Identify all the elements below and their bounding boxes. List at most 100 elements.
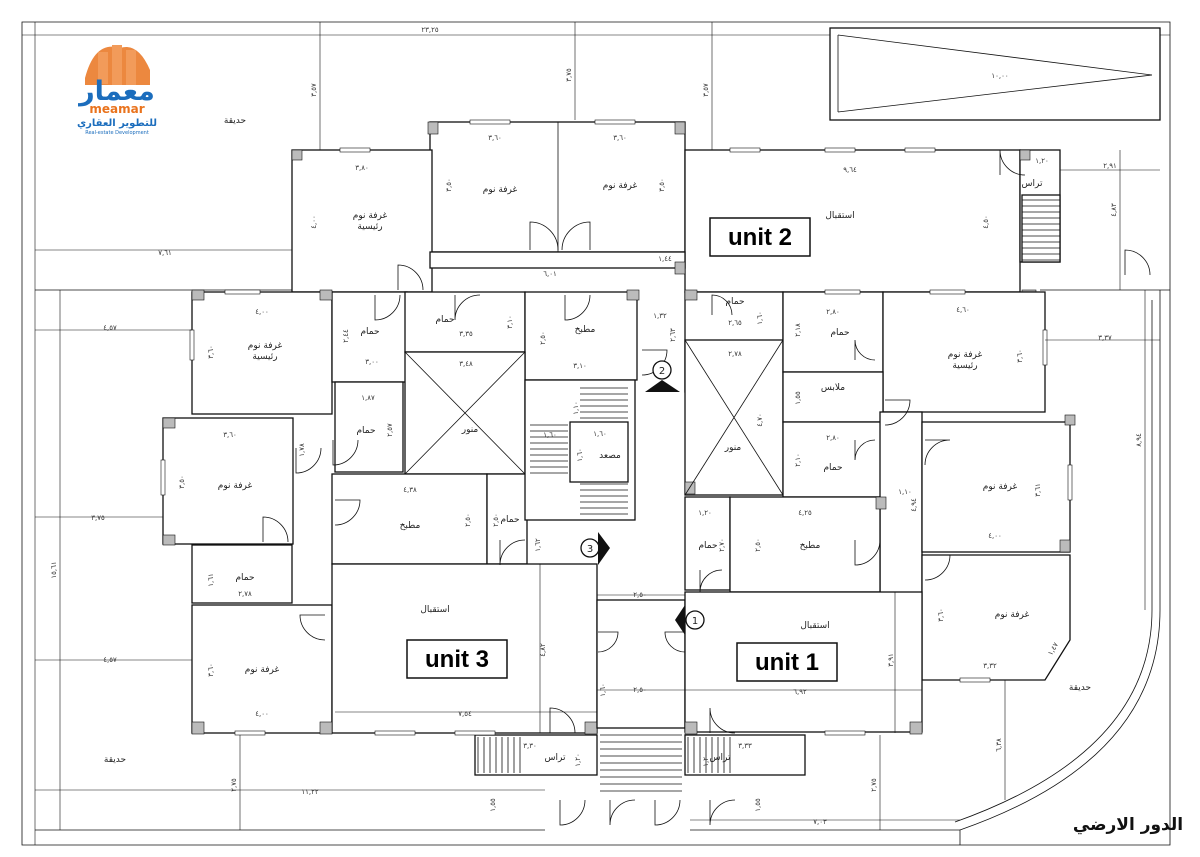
dim-text: ٣,٦١ [1034, 483, 1042, 497]
logo-name-en: meamar [89, 102, 144, 116]
marker-labels: 2 3 1 [587, 366, 698, 627]
room-bedroom: غرفة نوم [995, 610, 1030, 620]
dim-text: ٢٣,٢٥ [421, 26, 439, 34]
room-master-bedroom-sub: رئيسية [357, 222, 382, 232]
dim-text: ٣,٥٧ [702, 83, 710, 97]
room-garden: حديقة [1069, 683, 1091, 693]
room-bathroom: حمام [356, 426, 375, 436]
dim-text: ١,٦٠ [756, 311, 764, 325]
windows [160, 119, 1073, 736]
dim-text: ٣,٨٠ [355, 164, 369, 172]
dim-text: ٣,٥٧ [310, 83, 318, 97]
room-kitchen: مطبخ [800, 541, 821, 551]
dim-text: ٤,٢٥ [798, 509, 812, 517]
terrace-stairs-top [1021, 194, 1061, 263]
room-kitchen: مطبخ [575, 325, 596, 335]
dim-text: ٣,٦٠ [223, 431, 237, 439]
core [524, 379, 686, 792]
floor-title: الدور الارضي [1073, 815, 1183, 835]
dim-text: ١,٨٧ [361, 394, 375, 402]
dim-text: ٣,٥٠ [445, 178, 453, 192]
dim-text: ١,١٠ [898, 488, 912, 496]
logo-tagline-en: Real-estate Development [85, 130, 149, 136]
room-bathroom: حمام [435, 315, 454, 325]
room-lightwell: منور [461, 425, 479, 435]
dim-text: ٣,٣٧ [1098, 334, 1112, 342]
dim-text: ٢,٧٥ [870, 778, 878, 792]
dim-text: ٢,٩١ [1103, 162, 1117, 170]
dim-text: ٦,٩٢ [793, 688, 807, 696]
dim-text: ١,١٠ [572, 401, 580, 415]
room-garden: حديقة [104, 755, 126, 765]
unit-labels: unit 2 unit 3 unit 1 [406, 217, 838, 682]
dim-text: ١,٢٠ [1035, 157, 1049, 165]
room-bathroom: حمام [500, 515, 519, 525]
dim-text: ٣,٤٨ [459, 360, 473, 368]
room-terrace: تراس [1022, 179, 1043, 189]
dim-text: ١,٦٠ [576, 448, 584, 462]
unit-2-label: unit 2 [728, 224, 792, 251]
dim-text: ٣,٠٠ [365, 358, 379, 366]
room-master-bedroom-sub: رئيسية [952, 361, 977, 371]
section-markers [580, 360, 705, 635]
room-bathroom: حمام [360, 327, 379, 337]
dimension-lines [35, 22, 1160, 830]
dim-text: ٢,٥٠ [633, 591, 647, 599]
dim-text: ١,٢٠ [574, 753, 582, 767]
unit1-lightwell [684, 339, 784, 496]
dim-text: ٤,٨٢ [539, 643, 547, 657]
dim-text: ٤,٥٧ [103, 656, 117, 664]
room-bathroom: حمام [725, 297, 744, 307]
dim-text: ٣,٦٠ [207, 345, 215, 359]
logo-tagline-ar: للتطوير العقاري [77, 118, 157, 129]
dim-text: ٤,٨٣ [1110, 203, 1118, 217]
room-bedroom: غرفة نوم [603, 181, 638, 191]
dim-text: ٢,٥٠ [464, 513, 472, 527]
dim-text: ٢,١٨ [794, 323, 802, 337]
dimension-labels: ٢٣,٢٥ ٣,٥٧ ٣,٧٥ ٣,٥٧ ١٠,٠٠ ٣,٦٠ ٣,٦٠ ٣,٥… [50, 26, 1143, 826]
dim-text: ٤,٠٠ [988, 532, 1002, 540]
dim-text: ٤,٧٠ [756, 413, 764, 427]
dim-text: ٣,٣٢ [983, 662, 997, 670]
ramp [829, 27, 1161, 121]
dim-text: ٧,٥٤ [458, 710, 472, 718]
unit2-walls [291, 121, 1061, 299]
dim-text: ١,٦٠ [593, 430, 607, 438]
room-bathroom: حمام [830, 328, 849, 338]
room-elevator: مصعد [599, 451, 621, 461]
dim-text: ٣,٧٥ [91, 514, 105, 522]
dim-text: ٨,٩٤ [1135, 433, 1143, 447]
dim-text: ٤,٥٧ [103, 324, 117, 332]
room-bedroom: غرفة نوم [483, 185, 518, 195]
dim-text: ٢,٥٠ [633, 686, 647, 694]
room-reception: استقبال [420, 605, 449, 615]
unit-3-label: unit 3 [425, 646, 489, 673]
room-bathroom: حمام [823, 463, 842, 473]
room-bathroom: حمام [235, 573, 254, 583]
doors [262, 149, 1151, 826]
dim-text: ٣,٩١ [887, 653, 895, 667]
dim-text: ٢,٥٠ [754, 538, 762, 552]
dim-text: ١,٦٠ [599, 683, 607, 697]
dim-text: ٤,٠٠ [310, 215, 318, 229]
room-dressing: ملابس [821, 383, 845, 393]
dim-text: ١,٥٥ [794, 391, 802, 405]
dim-text: ٧,٦١ [158, 249, 172, 257]
dim-text: ١١,٢٢ [301, 788, 319, 796]
dim-text: ٣,٥٠ [178, 475, 186, 489]
dim-text: ٤,٠٠ [255, 710, 269, 718]
dim-text: ٣,١٠ [573, 362, 587, 370]
dim-text: ٣,٣٠ [523, 742, 537, 750]
dim-text: ٤,٣٨ [403, 486, 417, 494]
dim-text: ١,٥٥ [754, 798, 762, 812]
room-bedroom: غرفة نوم [218, 481, 253, 491]
dim-text: ٢,٨٠ [826, 308, 840, 316]
dim-text: ٢,٦٣ [669, 328, 677, 342]
dim-text: ١,٦٢ [534, 538, 542, 552]
dim-text: ٢,٧٨ [728, 350, 742, 358]
marker-3: 3 [587, 544, 593, 555]
dim-text: ٢,٥٠ [539, 331, 547, 345]
dim-text: ٩,٦٤ [843, 166, 857, 174]
dim-text: ٣,٦٠ [937, 608, 945, 622]
marker-1: 1 [692, 616, 698, 627]
